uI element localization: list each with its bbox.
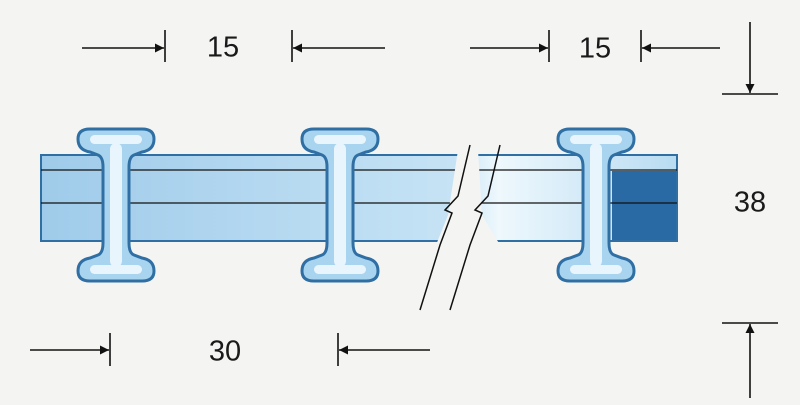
dimension-label-bottom: 30 — [208, 335, 242, 368]
break-line-left — [419, 144, 471, 311]
cross-bar — [40, 150, 678, 245]
dimension-label-height: 38 — [733, 186, 767, 219]
dimension-label-top-left: 15 — [206, 31, 240, 64]
bearing-bar-3 — [556, 127, 636, 283]
bearing-bar-1 — [76, 127, 156, 283]
dimension-label-top-right: 15 — [578, 32, 612, 65]
dimension-bottom — [30, 333, 430, 366]
dimension-top-right — [470, 30, 720, 62]
break-line-icon — [419, 144, 501, 311]
dimension-height — [722, 22, 778, 398]
bearing-bar-2 — [300, 127, 380, 283]
break-gap — [436, 150, 500, 245]
cross-bar-dark-end — [612, 171, 676, 240]
dimension-top-left — [82, 30, 385, 62]
break-line-right — [449, 144, 501, 311]
cross-bar-body — [40, 154, 678, 242]
